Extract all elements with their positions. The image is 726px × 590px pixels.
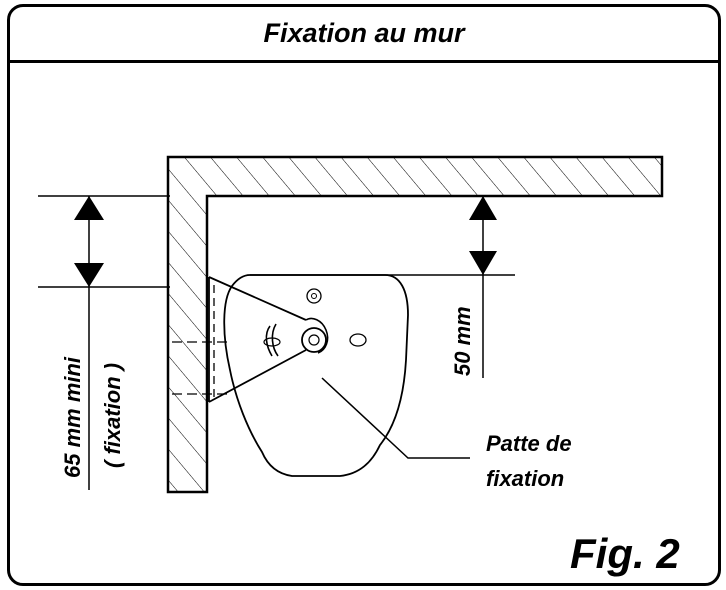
leader-line xyxy=(321,377,470,459)
arrow-down-icon xyxy=(74,263,104,287)
dim-65-sublabel: ( fixation ) xyxy=(100,363,125,468)
figure-number: Fig. 2 xyxy=(570,530,680,577)
pivot-pin xyxy=(301,327,327,353)
patte-label-2: fixation xyxy=(486,466,564,491)
arrow-up-icon xyxy=(74,196,104,220)
figure-frame: Fixation au mur xyxy=(7,4,721,586)
title-bar: Fixation au mur xyxy=(10,7,718,63)
page-title: Fixation au mur xyxy=(263,18,465,48)
wall-section xyxy=(166,155,664,494)
motor-body xyxy=(223,274,409,477)
dim-50-label: 50 mm xyxy=(450,306,475,376)
arrow-up-icon xyxy=(469,196,497,220)
adjust-screw xyxy=(265,323,279,357)
pivot-pin-center xyxy=(308,334,320,346)
dim-65-label: 65 mm mini xyxy=(60,356,85,478)
mounting-bracket xyxy=(208,276,307,403)
bracket-hook xyxy=(305,317,329,354)
arrow-down-icon xyxy=(469,251,497,275)
screw-hole xyxy=(306,288,322,304)
screw-head xyxy=(263,337,281,347)
patte-label: Patte de xyxy=(486,431,572,456)
screw-hole xyxy=(349,333,367,347)
screw-hole xyxy=(311,293,317,299)
